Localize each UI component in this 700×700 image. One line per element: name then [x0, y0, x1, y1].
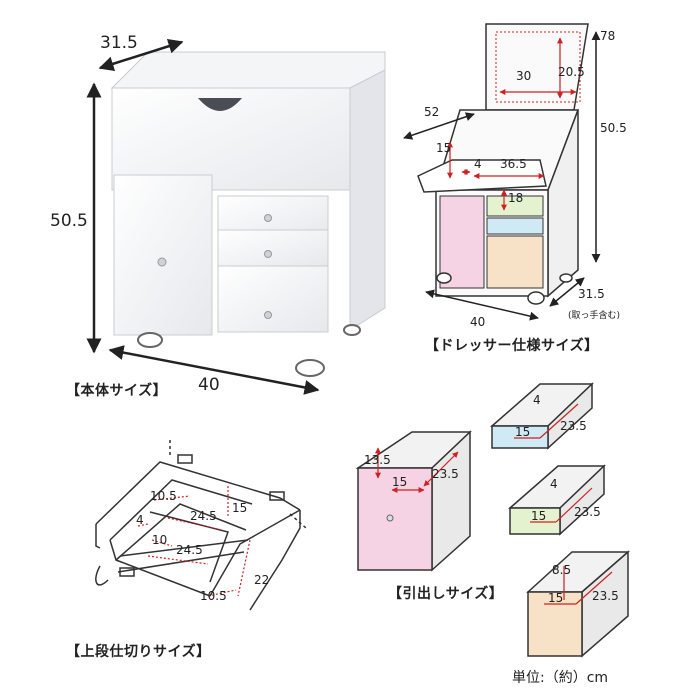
- drawer-blue-a: 4: [533, 393, 541, 407]
- dresser-inner-width: 36.5: [500, 157, 527, 171]
- left-door: [113, 174, 213, 336]
- drawer-large-pink: 13.5 23.5 15: [355, 430, 472, 572]
- dresser-mirror-width: 30: [516, 69, 531, 83]
- dresser-inner-left: 15: [436, 141, 451, 155]
- drawer-green-a: 4: [550, 477, 558, 491]
- mirror-outline: [495, 31, 581, 103]
- dresser-depth-note: (取っ手含む): [568, 309, 620, 321]
- drawer-large-h: 13.5: [364, 453, 391, 467]
- drawer-green: 4 15 23.5: [508, 464, 606, 536]
- dresser-inner-small: 4: [474, 157, 482, 171]
- cabinet-side: [349, 69, 386, 331]
- partition-labels: 10.5 15 4 24.5 10 24.5 22 10.5: [136, 489, 269, 603]
- drawer-2: [217, 229, 329, 267]
- drawer-tan-w: 15: [548, 591, 563, 605]
- partition-d: 24.5: [190, 509, 217, 523]
- partition-e: 10: [152, 533, 167, 547]
- caption-dresser-size: 【ドレッサー仕様サイズ】: [425, 338, 599, 354]
- caption-partition-size: 【上段仕切りサイズ】: [66, 644, 211, 660]
- dresser-width: 40: [470, 315, 485, 329]
- lid-handle-cutout: [198, 98, 242, 111]
- dresser-pink-drawer: [439, 195, 485, 289]
- partition-h: 10.5: [200, 589, 227, 603]
- partition-f: 24.5: [176, 543, 203, 557]
- dresser-lid-depth: 52: [424, 105, 439, 119]
- dresser-mirror-top: 78: [600, 29, 615, 43]
- partition-dims: [137, 486, 251, 597]
- dresser-blue-drawer: [486, 217, 544, 235]
- drawer-tan: 8.5 15 23.5: [526, 550, 631, 658]
- drawer-3: [217, 265, 329, 333]
- drawer-green-d: 23.5: [574, 505, 601, 519]
- caption-drawer-size: 【引出しサイズ】: [388, 586, 504, 602]
- drawer-blue-w: 15: [515, 425, 530, 439]
- partition-b: 15: [232, 501, 247, 515]
- drawer-tan-d: 23.5: [592, 589, 619, 603]
- main-height-label: 50.5: [50, 211, 88, 231]
- drawer-blue: 4 15 23.5: [490, 382, 594, 450]
- main-depth-label: 31.5: [100, 33, 138, 53]
- dresser-tan-drawer: [486, 235, 544, 289]
- drawer-green-w: 15: [531, 509, 546, 523]
- dresser-mirror-height: 20.5: [558, 65, 585, 79]
- partition-a: 10.5: [150, 489, 177, 503]
- partition-g: 22: [254, 573, 269, 587]
- main-width-label: 40: [198, 375, 220, 395]
- drawer-blue-d: 23.5: [560, 419, 587, 433]
- main-cabinet: 31.5 50.5 40: [50, 33, 386, 395]
- left-door-knob: [157, 257, 167, 267]
- drawer-2-knob: [264, 250, 272, 258]
- drawer-large-w: 15: [392, 475, 407, 489]
- dresser-tray-height: 18: [508, 191, 523, 205]
- drawer-1-knob: [264, 214, 272, 222]
- unit-label: 単位:（約）cm: [512, 670, 609, 686]
- drawer-tan-a: 8.5: [552, 563, 571, 577]
- drawer-large-d: 23.5: [432, 467, 459, 481]
- dresser-depth: 31.5: [578, 287, 605, 301]
- dresser-view: 78 30 20.5 52 50.5 15 4 36.5 18 31.5 (取っ…: [403, 23, 627, 329]
- drawer-3-knob: [264, 311, 272, 319]
- dresser-height: 50.5: [600, 121, 627, 135]
- partition-c: 4: [136, 513, 144, 527]
- partition-diagram: [95, 440, 307, 611]
- cabinet-top: [110, 51, 386, 89]
